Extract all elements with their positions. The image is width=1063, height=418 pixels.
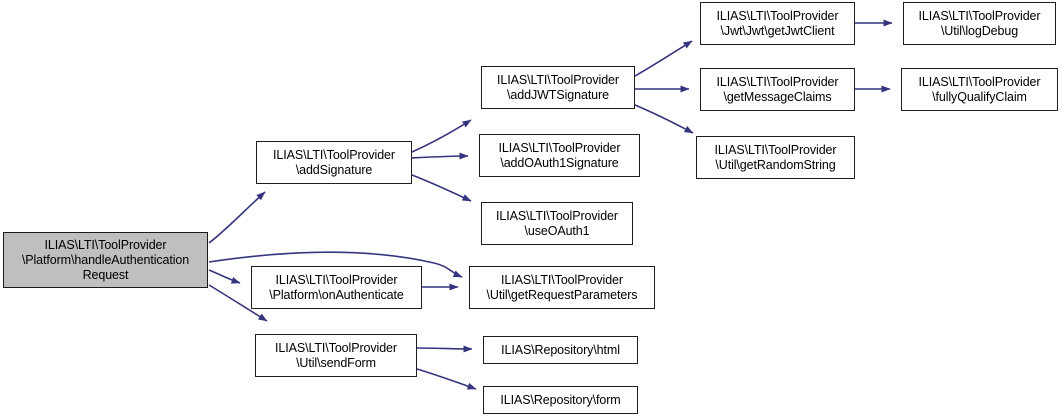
graph-node-label: ILIAS\LTI\ToolProvider \Util\sendForm [275,340,397,370]
graph-node-label: ILIAS\LTI\ToolProvider \Jwt\Jwt\getJwtCl… [716,8,839,38]
graph-node-label: ILIAS\LTI\ToolProvider \Util\logDebug [918,8,1041,38]
graph-edge-addSignature-to-useOAuth1 [411,174,472,202]
graph-node-handleAuthenticationRequest[interactable]: ILIAS\LTI\ToolProvider \Platform\handleA… [3,232,208,288]
graph-node-fullyQualifyClaim[interactable]: ILIAS\LTI\ToolProvider \fullyQualifyClai… [901,68,1058,111]
graph-edge-handleAuthenticationRequest-to-addSignature [208,191,266,244]
graph-edge-handleAuthenticationRequest-to-onAuthenticate [208,269,241,284]
graph-node-getJwtClient[interactable]: ILIAS\LTI\ToolProvider \Jwt\Jwt\getJwtCl… [700,2,855,45]
graph-node-addSignature[interactable]: ILIAS\LTI\ToolProvider \addSignature [256,141,412,184]
graph-node-getMessageClaims[interactable]: ILIAS\LTI\ToolProvider \getMessageClaims [700,68,855,111]
graph-node-label: ILIAS\LTI\ToolProvider \Util\getRequestP… [486,272,638,302]
graph-node-addJWTSignature[interactable]: ILIAS\LTI\ToolProvider \addJWTSignature [481,66,635,109]
graph-node-label: ILIAS\LTI\ToolProvider \addJWTSignature [497,72,619,102]
graph-edge-addJWTSignature-to-getRandomString [634,104,694,134]
graph-node-label: ILIAS\LTI\ToolProvider \addOAuth1Signatu… [498,140,621,170]
graph-node-label: ILIAS\LTI\ToolProvider \addSignature [273,147,395,177]
graph-node-useOAuth1[interactable]: ILIAS\LTI\ToolProvider \useOAuth1 [481,202,633,245]
graph-node-label: ILIAS\LTI\ToolProvider \getMessageClaims [716,74,839,104]
graph-node-label: ILIAS\LTI\ToolProvider \useOAuth1 [496,208,618,238]
graph-edge-sendForm-to-repositoryForm [416,368,477,390]
graph-node-getRandomString[interactable]: ILIAS\LTI\ToolProvider \Util\getRandomSt… [696,136,855,179]
graph-node-label: ILIAS\LTI\ToolProvider \Platform\onAuthe… [269,272,404,302]
graph-node-logDebug[interactable]: ILIAS\LTI\ToolProvider \Util\logDebug [903,2,1056,45]
graph-node-repositoryHtml[interactable]: ILIAS\Repository\html [483,336,638,364]
graph-node-addOAuth1Signature[interactable]: ILIAS\LTI\ToolProvider \addOAuth1Signatu… [479,134,640,177]
graph-node-label: ILIAS\LTI\ToolProvider \fullyQualifyClai… [918,74,1041,104]
graph-edge-sendForm-to-repositoryHtml [416,345,473,353]
graph-node-onAuthenticate[interactable]: ILIAS\LTI\ToolProvider \Platform\onAuthe… [251,266,422,309]
graph-node-label: ILIAS\LTI\ToolProvider \Util\getRandomSt… [714,142,837,172]
graph-node-label: ILIAS\LTI\ToolProvider \Platform\handleA… [21,237,190,282]
graph-node-label: ILIAS\Repository\form [500,392,621,407]
graph-edge-addJWTSignature-to-getJwtClient [634,40,693,77]
graph-node-sendForm[interactable]: ILIAS\LTI\ToolProvider \Util\sendForm [255,334,417,377]
graph-node-repositoryForm[interactable]: ILIAS\Repository\form [483,386,638,414]
graph-edge-addSignature-to-addJWTSignature [411,119,472,153]
graph-node-getRequestParameters[interactable]: ILIAS\LTI\ToolProvider \Util\getRequestP… [469,266,655,309]
graph-node-label: ILIAS\Repository\html [501,342,620,357]
graph-edge-addSignature-to-addOAuth1Signature [411,152,469,160]
